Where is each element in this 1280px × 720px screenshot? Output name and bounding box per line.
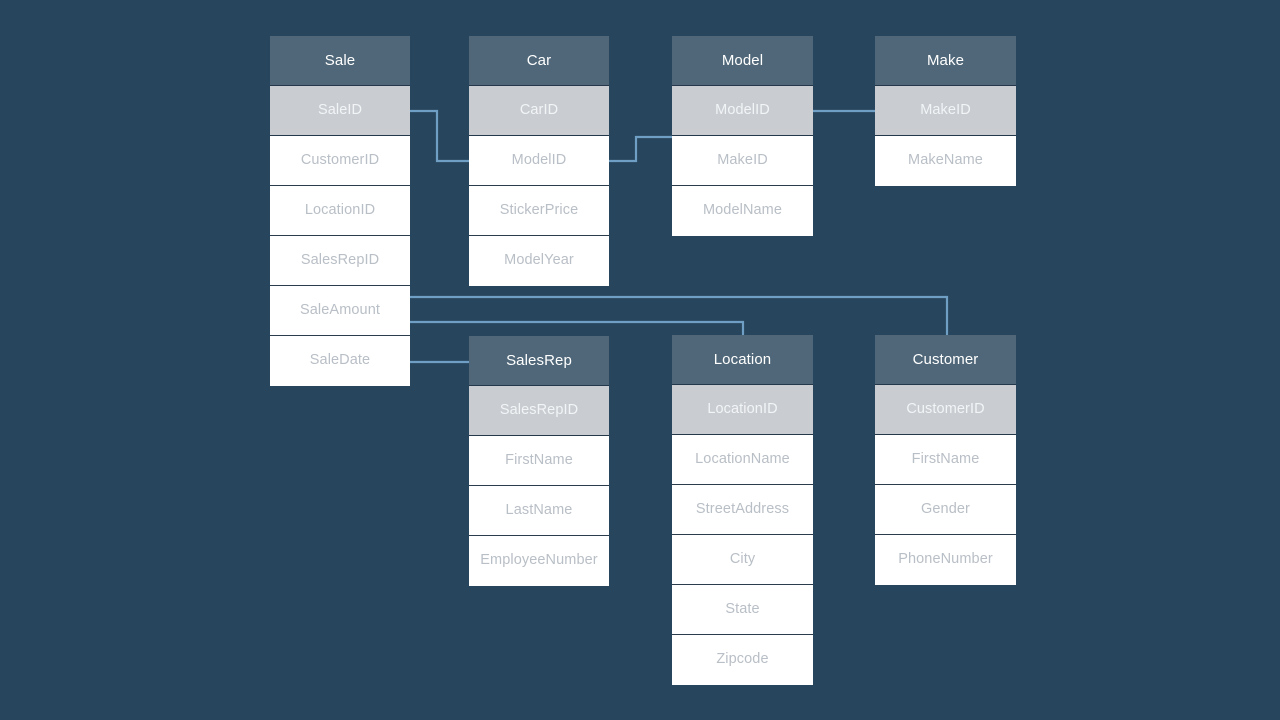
attribute-field-gender[interactable]: Gender	[875, 485, 1016, 535]
attribute-field-salesrepid[interactable]: SalesRepID	[270, 236, 410, 286]
entity-title-salesrep: SalesRep	[469, 336, 609, 386]
attribute-field-locationid[interactable]: LocationID	[270, 186, 410, 236]
entity-title-car: Car	[469, 36, 609, 86]
attribute-field-saleamount[interactable]: SaleAmount	[270, 286, 410, 336]
attribute-field-makename[interactable]: MakeName	[875, 136, 1016, 186]
attribute-field-modelyear[interactable]: ModelYear	[469, 236, 609, 286]
relationship-line-1	[609, 135, 672, 163]
entity-title-customer: Customer	[875, 335, 1016, 385]
attribute-field-modelid[interactable]: ModelID	[469, 136, 609, 186]
primary-key-field-makeid[interactable]: MakeID	[875, 86, 1016, 136]
attribute-field-phonenumber[interactable]: PhoneNumber	[875, 535, 1016, 585]
attribute-field-streetaddress[interactable]: StreetAddress	[672, 485, 813, 535]
primary-key-field-modelid[interactable]: ModelID	[672, 86, 813, 136]
attribute-field-state[interactable]: State	[672, 585, 813, 635]
attribute-field-customerid[interactable]: CustomerID	[270, 136, 410, 186]
entity-title-model: Model	[672, 36, 813, 86]
attribute-field-firstname[interactable]: FirstName	[875, 435, 1016, 485]
attribute-field-lastname[interactable]: LastName	[469, 486, 609, 536]
entity-title-sale: Sale	[270, 36, 410, 86]
primary-key-field-saleid[interactable]: SaleID	[270, 86, 410, 136]
attribute-field-firstname[interactable]: FirstName	[469, 436, 609, 486]
relationship-line-4	[410, 320, 745, 335]
relationship-line-0	[410, 109, 469, 163]
attribute-field-employeenumber[interactable]: EmployeeNumber	[469, 536, 609, 586]
attribute-field-zipcode[interactable]: Zipcode	[672, 635, 813, 685]
entity-title-make: Make	[875, 36, 1016, 86]
relationship-line-3	[410, 295, 949, 335]
attribute-field-city[interactable]: City	[672, 535, 813, 585]
attribute-field-modelname[interactable]: ModelName	[672, 186, 813, 236]
primary-key-field-locationid[interactable]: LocationID	[672, 385, 813, 435]
attribute-field-stickerprice[interactable]: StickerPrice	[469, 186, 609, 236]
primary-key-field-salesrepid[interactable]: SalesRepID	[469, 386, 609, 436]
primary-key-field-carid[interactable]: CarID	[469, 86, 609, 136]
attribute-field-saledate[interactable]: SaleDate	[270, 336, 410, 386]
attribute-field-locationname[interactable]: LocationName	[672, 435, 813, 485]
primary-key-field-customerid[interactable]: CustomerID	[875, 385, 1016, 435]
attribute-field-makeid[interactable]: MakeID	[672, 136, 813, 186]
entity-title-location: Location	[672, 335, 813, 385]
